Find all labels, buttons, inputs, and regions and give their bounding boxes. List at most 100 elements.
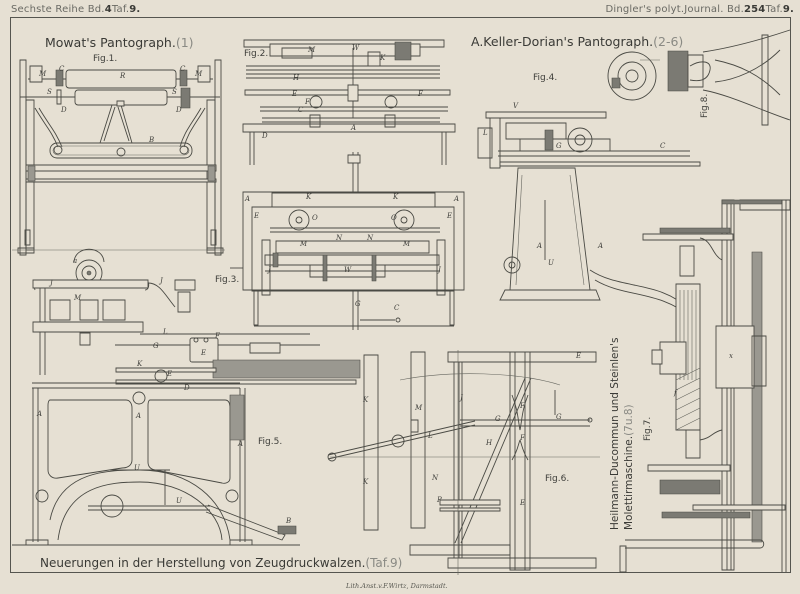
part-letter-label: B: [148, 136, 154, 144]
part-letter-label: A: [244, 195, 250, 203]
part-letter-label: a: [73, 257, 77, 265]
part-letter-label: W: [352, 44, 360, 52]
part-letter-label: U: [176, 497, 183, 505]
part-letter-label: E: [200, 349, 206, 357]
part-letter-label: M: [414, 404, 423, 412]
part-letter-label: K: [362, 478, 369, 486]
part-letter-label: M: [307, 46, 316, 54]
keller-dorian-title: A.Keller-Dorian's Pantograph.(2-6): [471, 34, 683, 49]
part-letter-label: K: [379, 54, 386, 62]
part-letter-label: S: [47, 88, 52, 96]
part-letter-label: E: [291, 90, 297, 98]
part-letter-label: O: [312, 214, 318, 222]
series-volume: 4: [104, 4, 112, 15]
part-letter-label: N: [335, 234, 343, 242]
part-letter-label: J: [458, 394, 464, 402]
part-letter-label: A: [350, 124, 356, 132]
journal-header: Dingler's polyt.Journal. Bd.254Taf.9.: [605, 4, 794, 15]
part-letter-label: M: [402, 240, 411, 248]
fig7-molettirmaschine-drawing: x f: [620, 200, 790, 572]
part-letter-label: L: [427, 432, 433, 440]
part-letter-label: A: [36, 410, 42, 418]
fig5-label: Fig.5.: [258, 437, 283, 447]
fig4-label: Fig.4.: [533, 73, 558, 83]
fig2-label: Fig.2.: [244, 49, 269, 59]
mowat-title: Mowat's Pantograph.(1): [45, 35, 194, 50]
heilmann-figure-ref: (7u.8): [623, 404, 635, 436]
part-letter-label: H: [485, 439, 493, 447]
part-letter-label: G: [556, 413, 562, 421]
part-letter-label: N: [431, 474, 439, 482]
part-letter-label: A: [536, 242, 542, 250]
heilmann-title: Heilmann-Ducommun und Steinlen's Moletti…: [608, 337, 636, 530]
part-letter-label: G: [556, 142, 562, 150]
part-letter-label: H: [292, 74, 300, 82]
part-letter-label: L: [482, 129, 488, 137]
part-letter-label: C: [298, 106, 304, 114]
fig6-label: Fig.6.: [545, 474, 570, 484]
part-letter-label: E: [575, 352, 581, 360]
fig5-front-elevation-drawing: aJ JM LG EF KE DA AA UU B: [12, 249, 360, 545]
series-text: Sechste Reihe Bd.: [11, 4, 105, 15]
part-letter-label: A: [237, 440, 243, 448]
part-letter-label: G: [153, 342, 159, 350]
part-letter-label: A: [453, 195, 459, 203]
part-letter-label: K: [362, 396, 369, 404]
part-letter-label: G: [355, 300, 361, 308]
heilmann-title-line2: Molettirmaschine.: [623, 435, 635, 530]
part-letter-label: E: [166, 370, 172, 378]
lithographer-imprint: Lith.Anst.v.F.Wirtz, Darmstadt.: [346, 582, 448, 590]
part-letter-label: R: [119, 72, 126, 80]
part-letter-label: M: [194, 70, 203, 78]
part-letter-label: V: [513, 102, 519, 110]
part-letter-label: F: [214, 332, 221, 340]
part-letter-label: N: [366, 234, 374, 242]
part-letter-label: G: [495, 415, 501, 423]
plate-caption: Neuerungen in der Herstellung von Zeugdr…: [40, 556, 402, 570]
part-letter-label: J: [48, 279, 54, 287]
part-letter-label: M: [299, 240, 308, 248]
part-letter-label: A: [135, 412, 141, 420]
plate-caption-text: Neuerungen in der Herstellung von Zeugdr…: [40, 556, 366, 570]
heilmann-title-line1: Heilmann-Ducommun und Steinlen's: [609, 337, 621, 530]
part-letter-label: K: [136, 360, 143, 368]
mowat-figure-ref: (1): [175, 35, 194, 50]
part-letter-label: F: [304, 98, 311, 106]
series-plate-number: 9.: [129, 4, 141, 15]
fig6-linkage-drawing: KK ML JG GH FF EE PN: [328, 350, 600, 575]
keller-dorian-figure-ref: (2-6): [653, 34, 684, 49]
part-letter-label: J: [266, 266, 272, 274]
part-letter-label: E: [253, 212, 259, 220]
part-letter-label: C: [180, 65, 186, 73]
journal-volume: 254: [743, 4, 766, 15]
part-letter-label: W: [344, 266, 352, 274]
part-letter-label: U: [548, 259, 555, 267]
part-letter-label: F: [519, 402, 526, 410]
part-letter-label: J: [436, 266, 442, 274]
journal-plate-label: Taf.: [765, 4, 783, 15]
plate-border: [10, 17, 791, 573]
series-header: Sechste Reihe Bd.4Taf.9.: [11, 4, 140, 15]
fig1-mowat-pantograph-drawing: MC RC MS SD DB: [18, 60, 223, 255]
part-letter-label: O: [391, 214, 397, 222]
fig7-label: Fig.7.: [643, 416, 653, 441]
journal-plate-number: 9.: [782, 4, 794, 15]
part-letter-label: B: [285, 517, 291, 525]
part-letter-label: M: [38, 70, 47, 78]
fig1-label: Fig.1.: [93, 54, 118, 64]
part-letter-label: J: [158, 277, 164, 285]
fig3-label: Fig.3.: [215, 275, 240, 285]
part-letter-label: x: [729, 352, 733, 360]
part-letter-label: C: [394, 304, 400, 312]
part-letter-label: K: [305, 193, 312, 201]
part-letter-label: E: [519, 499, 525, 507]
part-letter-label: M: [73, 294, 82, 302]
part-letter-label: E: [446, 212, 452, 220]
part-letter-label: S: [172, 88, 177, 96]
part-letter-label: C: [660, 142, 666, 150]
mowat-title-text: Mowat's Pantograph.: [45, 35, 176, 50]
